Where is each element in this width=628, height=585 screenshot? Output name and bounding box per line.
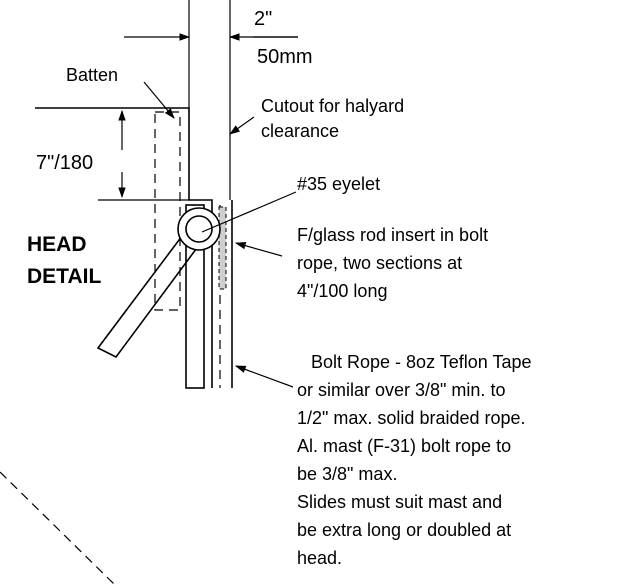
- dimension-width-mm: 50mm: [257, 46, 313, 68]
- boltrope-label-line8: head.: [297, 548, 342, 568]
- batten-outline: [154, 111, 181, 311]
- head-detail-title-line2: DETAIL: [27, 265, 101, 288]
- cutout-label-line2: clearance: [261, 121, 339, 141]
- boltrope-label-line5: be 3/8" max.: [297, 464, 397, 484]
- dimension-width-inches: 2": [254, 8, 272, 30]
- eyelet-label: #35 eyelet: [297, 174, 380, 194]
- fglass-label-line1: F/glass rod insert in bolt: [297, 225, 488, 245]
- head-detail-title-line1: HEAD: [27, 233, 87, 256]
- boltrope-label-line6: Slides must suit mast and: [297, 492, 502, 512]
- boltrope-label-line4: Al. mast (F-31) bolt rope to: [297, 436, 511, 456]
- boltrope-label-line7: be extra long or doubled at: [297, 520, 511, 540]
- boltrope-label-line2: or similar over 3/8" min. to: [297, 380, 505, 400]
- boltrope-leader: [234, 365, 294, 388]
- dimension-height: 7"/180: [36, 152, 93, 174]
- fglass-label-line3: 4"/100 long: [297, 281, 387, 301]
- eyelet-inner: [185, 215, 213, 243]
- sail-luff-dashed-line: [0, 471, 116, 585]
- fglass-label-line2: rope, two sections at: [297, 253, 462, 273]
- fglass-leader: [234, 242, 283, 257]
- batten-label: Batten: [66, 65, 118, 85]
- boltrope-label-line3: 1/2" max. solid braided rope.: [297, 408, 526, 428]
- boltrope-label-line1: Bolt Rope - 8oz Teflon Tape: [311, 352, 531, 372]
- slide: [185, 204, 205, 389]
- cutout-leader: [229, 116, 255, 135]
- batten-leader: [143, 81, 175, 119]
- eyelet-leader: [201, 191, 297, 233]
- cutout-label-line1: Cutout for halyard: [261, 96, 404, 116]
- fglass-rod-insert: [218, 206, 227, 290]
